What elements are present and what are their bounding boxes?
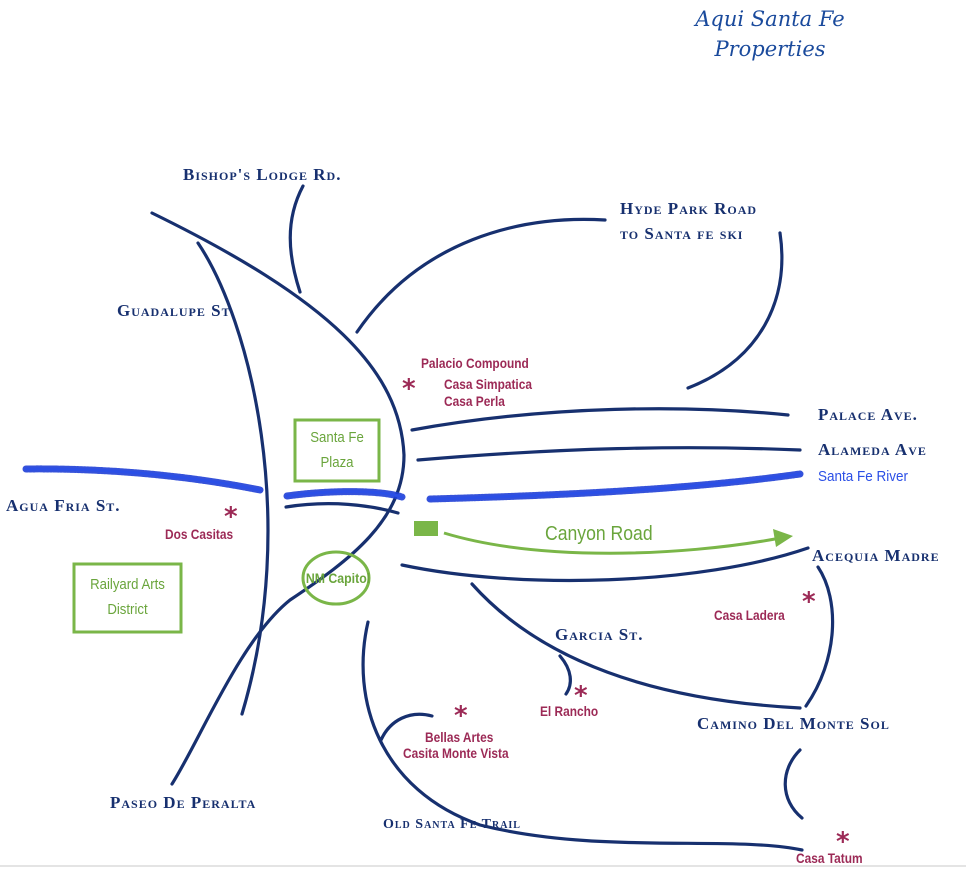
santa-fe-plaza-label: Santa Fe Plaza: [300, 426, 374, 476]
dos-casitas-marker: *: [224, 502, 238, 532]
hyde-park-road-right: [686, 231, 784, 390]
canyon-road-label: Canyon Road: [545, 523, 653, 545]
el-rancho-marker: *: [574, 681, 588, 711]
santa-fe-river-label: Santa Fe River: [818, 468, 909, 485]
santa-fe-river-east: [426, 470, 804, 503]
lower-cross-road: [400, 546, 810, 583]
guadalupe-street: [150, 211, 406, 786]
old-santa-fe-trail: [361, 620, 804, 852]
camino-del-monte-sol-label: Camino Del Monte Sol: [697, 714, 890, 733]
santa-fe-plaza-label-line-2: Plaza: [320, 453, 354, 471]
santa-fe-river-west-core: [24, 467, 262, 492]
title-line-2: Properties: [714, 37, 826, 62]
nm-capitol-label: NM Capitol: [305, 570, 371, 586]
railyard-arts-district-box: [72, 562, 183, 634]
palace-avenue-label: Palace Ave.: [818, 405, 918, 424]
palacio-compound-label: Palacio Compound: [421, 355, 529, 371]
railyard-arts-district-label: Railyard Arts District: [80, 573, 174, 623]
casa-ladera-marker: *: [802, 587, 816, 617]
el-rancho-lane: [558, 654, 572, 696]
bishops-lodge-road: [288, 184, 305, 294]
casita-monte-vista-label: Casita Monte Vista: [403, 745, 509, 761]
garcia-street-label: Garcia St.: [555, 625, 644, 644]
hyde-park-road-label: Hyde Park Road to Santa fe ski: [620, 197, 757, 246]
title-line-1: Aqui Santa Fe: [695, 7, 845, 31]
railyard-arts-district-label-line-2: District: [107, 600, 148, 618]
acequia-madre-street: [804, 565, 835, 708]
casa-tatum-label: Casa Tatum: [796, 850, 863, 866]
agua-fria-street-label: Agua Fria St.: [6, 496, 121, 515]
casa-tatum-marker: *: [836, 827, 850, 857]
alameda-avenue: [416, 446, 802, 462]
hyde-park-road-label-line-2: to Santa fe ski: [620, 223, 744, 243]
dos-casitas-label: Dos Casitas: [165, 526, 234, 542]
map-title: Aqui Santa Fe Properties: [655, 4, 885, 65]
hyde-park-road-label-line-1: Hyde Park Road: [620, 199, 758, 218]
old-santa-fe-trail-label: Old Santa Fe Trail: [383, 817, 521, 832]
bellas-artes-lane: [379, 712, 434, 742]
canyon-road-start-marker: [414, 521, 438, 536]
bishops-lodge-road-label: Bishop's Lodge Rd.: [183, 165, 342, 184]
railyard-arts-district-label-line-1: Railyard Arts: [90, 576, 165, 593]
santa-fe-river-east-core: [428, 472, 802, 501]
inner-curve-road: [196, 241, 270, 716]
garcia-street: [470, 582, 802, 710]
palacio-compound-marker: *: [402, 374, 416, 404]
santa-fe-plaza-box: [293, 418, 381, 483]
nm-capitol-ellipse: [301, 550, 371, 606]
el-rancho-label: El Rancho: [540, 703, 599, 719]
canyon-road-arrow-head: [773, 529, 793, 547]
paseo-de-peralta-label: Paseo De Peralta: [110, 793, 257, 812]
agua-fria-street: [284, 502, 400, 515]
santa-fe-plaza-label-line-1: Santa Fe: [310, 429, 364, 446]
casa-simpatica-label: Casa Simpatica: [444, 376, 532, 392]
acequia-madre-label: Acequia Madre: [812, 546, 940, 565]
santa-fe-river-center-core: [285, 490, 404, 499]
hyde-park-road-arc: [355, 217, 607, 334]
guadalupe-street-label: Guadalupe St: [117, 301, 231, 320]
canyon-road-arrow-line: [443, 531, 776, 555]
bellas-artes-marker: *: [454, 701, 468, 731]
palace-avenue: [410, 407, 790, 432]
casa-ladera-label: Casa Ladera: [714, 607, 785, 623]
casa-perla-label: Casa Perla: [444, 393, 505, 409]
alameda-avenue-label: Alameda Ave: [818, 440, 927, 459]
bellas-artes-label: Bellas Artes: [425, 729, 494, 745]
casa-tatum-lane: [783, 748, 804, 820]
